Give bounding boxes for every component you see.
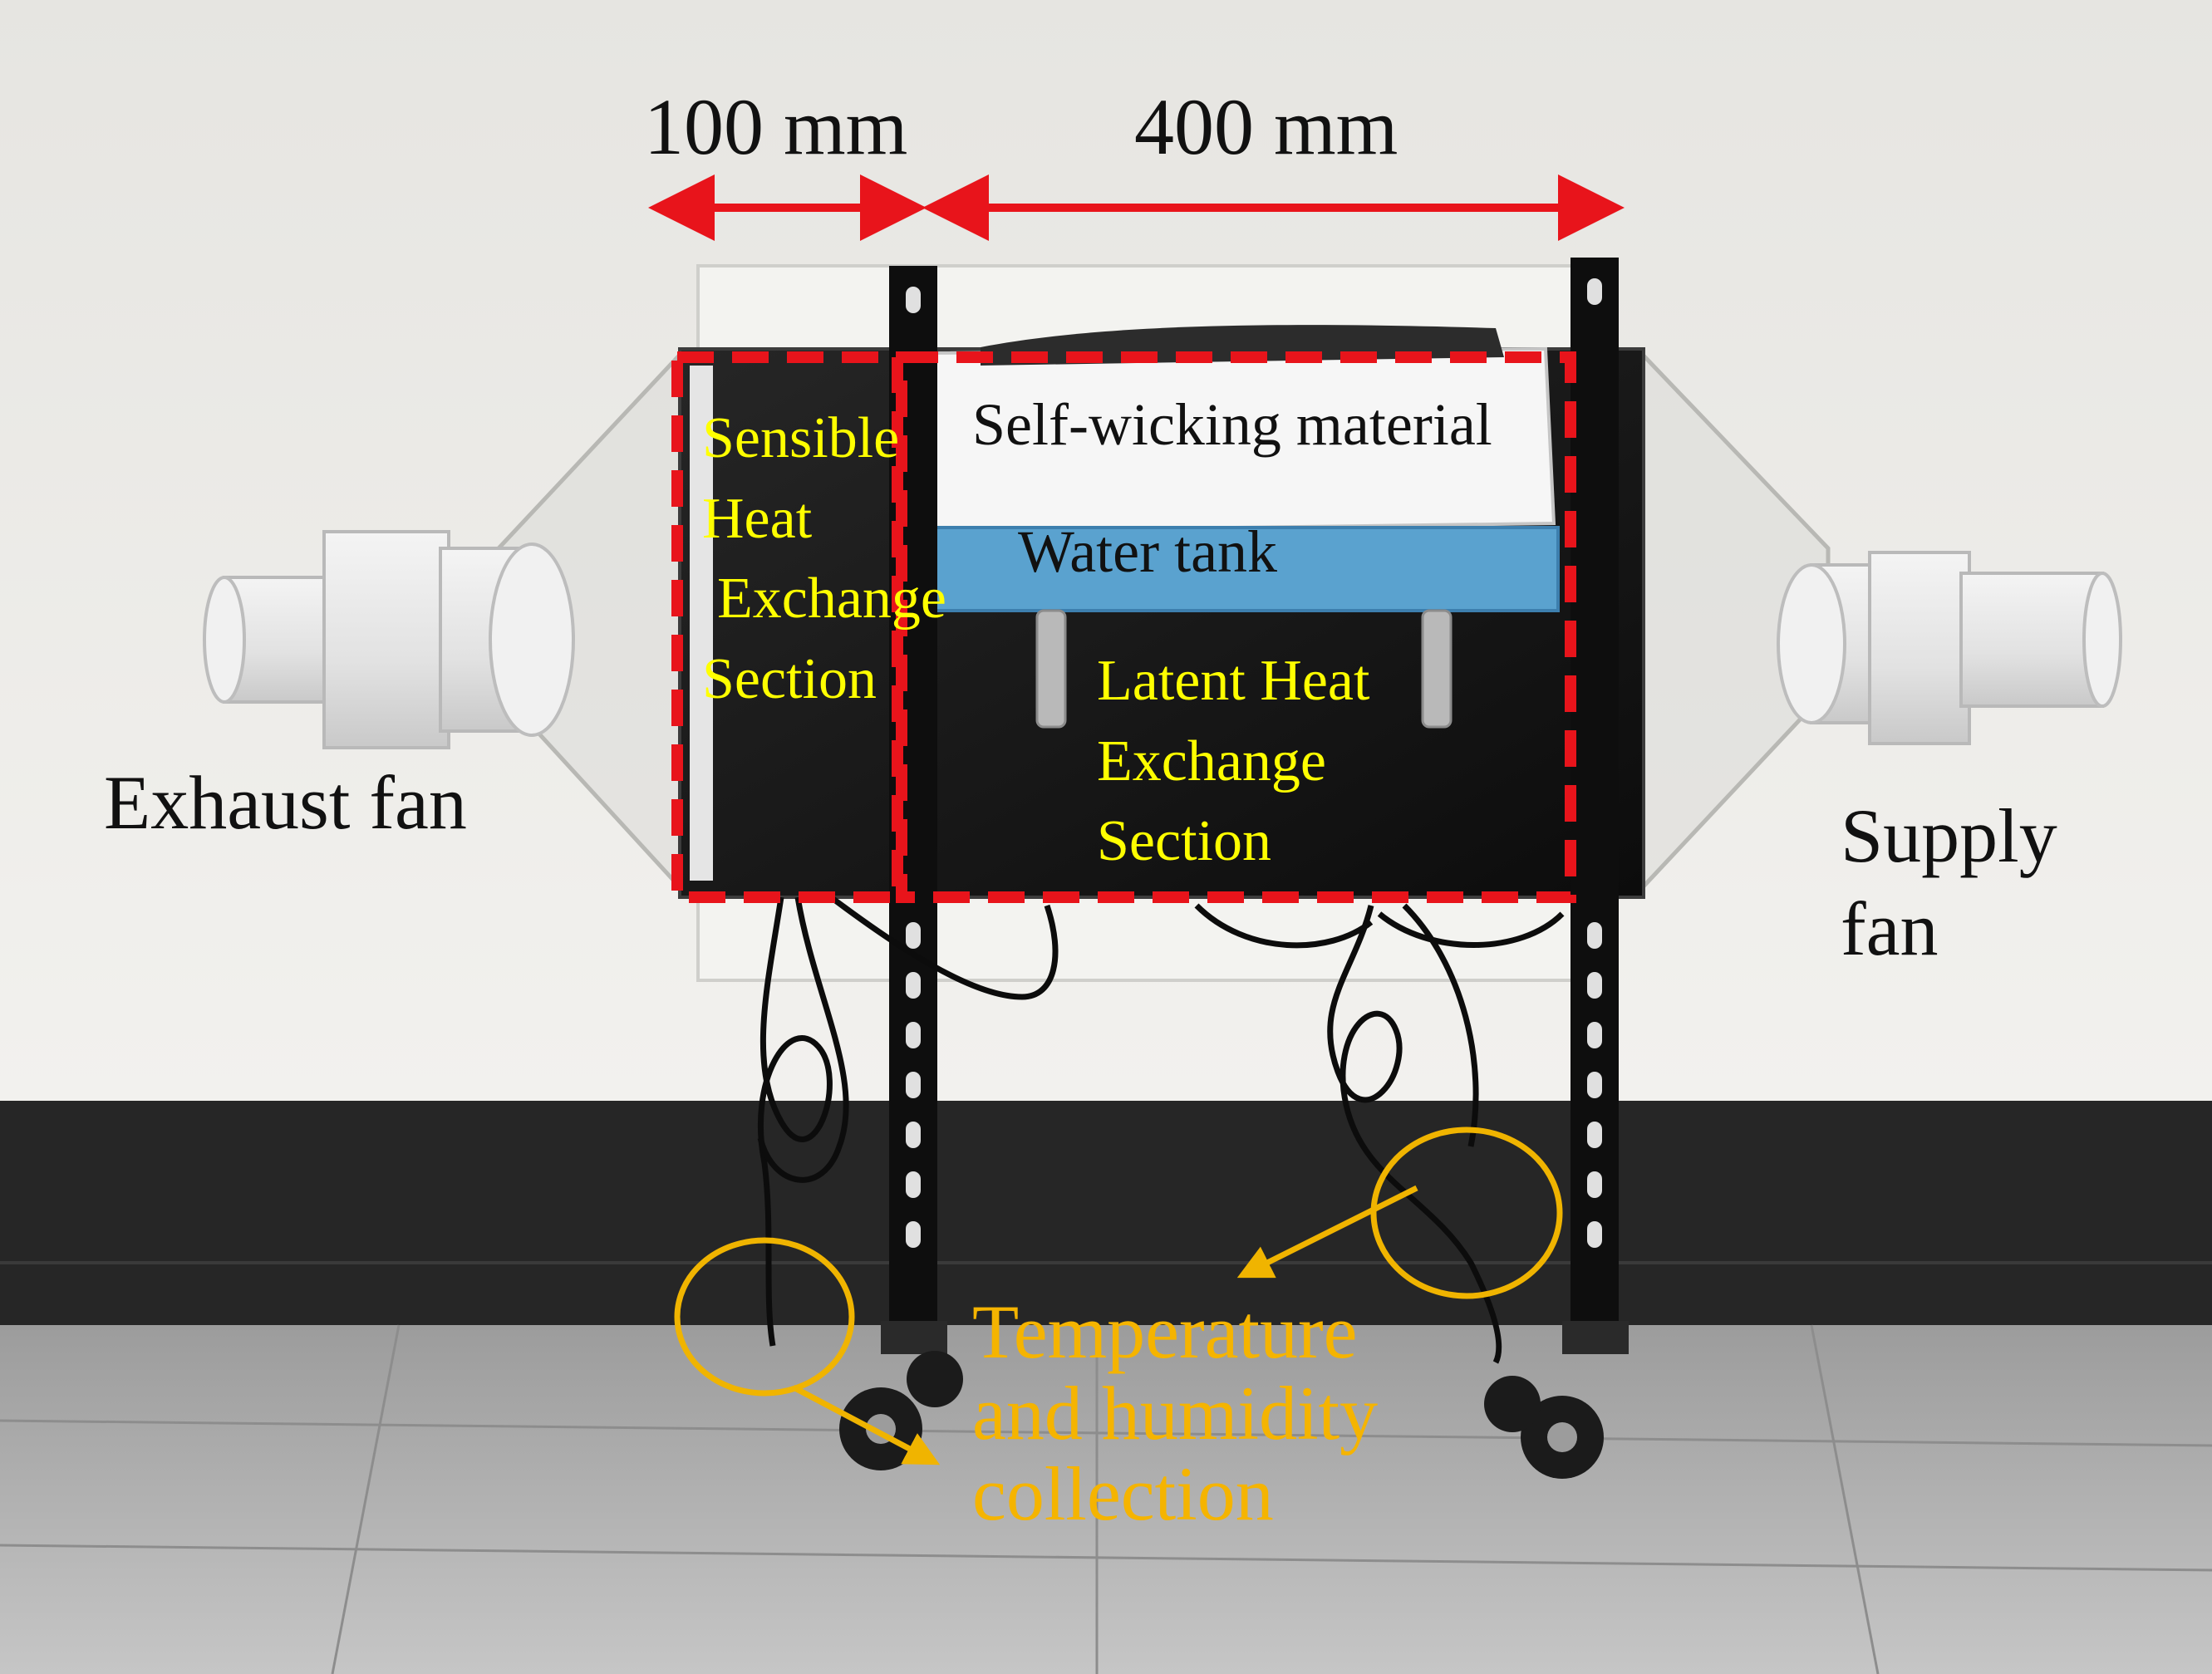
callout-arrow-right — [1236, 1185, 1418, 1279]
sensible-label-line-3: Exchange — [717, 567, 946, 631]
baseboard — [0, 1101, 2212, 1325]
sensor-callout-right — [1370, 1127, 1563, 1299]
left-bracket — [1035, 609, 1067, 729]
right-caster — [1484, 1321, 1629, 1479]
sensor-callout-left — [674, 1237, 855, 1397]
right-frame-upright — [1571, 258, 1619, 1338]
sensor-note-line-2: and humidity — [972, 1370, 1379, 1456]
sensible-section-box — [671, 351, 903, 903]
sensible-label-line-4: Section — [702, 646, 877, 711]
dimension-label-100mm: 100 mm — [644, 82, 908, 171]
floor-tile-joints — [0, 1324, 2212, 1674]
water-tank-label: Water tank — [1018, 518, 1278, 585]
sensible-label-line-2: Heat — [702, 486, 813, 551]
supply-fan-label: Supply fan — [1841, 789, 2057, 975]
sensible-label-line-1: Sensible — [702, 406, 900, 470]
water-tank — [900, 526, 1560, 612]
latent-label-line-2: Exchange — [1097, 729, 1326, 793]
latent-label-line-1: Latent Heat — [1097, 649, 1370, 713]
sensor-cables — [757, 895, 1565, 1364]
dimension-label-400mm: 400 mm — [1134, 82, 1398, 171]
supply-fan-label-line-1: Supply — [1841, 793, 2057, 878]
sensor-note-line-1: Temperature — [972, 1289, 1358, 1374]
exhaust-fan — [203, 530, 575, 749]
sensor-note-line-3: collection — [972, 1451, 1274, 1537]
exhaust-fan-label: Exhaust fan — [104, 760, 467, 845]
self-wicking-label: Self-wicking material — [972, 391, 1492, 458]
latent-section-box — [896, 351, 1576, 903]
sensible-section-label: Sensible Heat Exchange Section — [702, 399, 946, 719]
callout-arrow-left — [792, 1384, 941, 1465]
supply-fan-label-line-2: fan — [1841, 886, 1939, 972]
floor — [0, 1325, 2212, 1674]
right-bracket — [1421, 609, 1453, 729]
latent-section-label: Latent Heat Exchange Section — [1097, 641, 1369, 882]
supply-fan — [1777, 551, 2122, 745]
sensor-note-label: Temperature and humidity collection — [972, 1289, 1379, 1537]
sensible-core-edge — [690, 366, 713, 881]
latent-label-line-3: Section — [1097, 809, 1271, 874]
